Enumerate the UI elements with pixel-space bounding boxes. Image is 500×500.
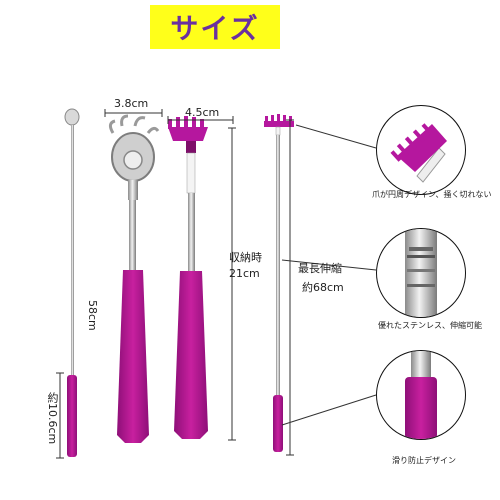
telescopic-shaft-closeup xyxy=(376,228,466,318)
title-banner: サイズ xyxy=(150,5,280,49)
page-title: サイズ xyxy=(170,12,260,45)
total-length-label: 58cm xyxy=(86,300,99,331)
feature-text-2: 優れたステンレス、伸縮可能 xyxy=(378,321,482,330)
stored-label: 収納時 xyxy=(229,251,262,264)
measurement-lines xyxy=(56,109,377,459)
scratcher-bear-paw xyxy=(108,114,160,443)
rake-head-closeup xyxy=(376,105,466,195)
small-length-label: 約10.6cm xyxy=(46,392,59,445)
feature-text-3: 滑り防止デザイン xyxy=(392,456,456,465)
max-length-label: 最長伸縮 xyxy=(298,262,342,275)
scratcher-extended xyxy=(264,114,294,452)
stored-value: 21cm xyxy=(229,267,260,280)
max-length-value: 約68cm xyxy=(302,281,344,294)
scratcher-rake xyxy=(168,116,208,439)
scratcher-small-paw xyxy=(64,108,80,457)
paw-width-label: 3.8cm xyxy=(114,97,149,110)
rake-width-label: 4.5cm xyxy=(185,106,220,119)
handle-grip-closeup xyxy=(376,350,466,440)
feature-text-1: 爪が円周デザイン、掻く切れない xyxy=(372,190,492,199)
